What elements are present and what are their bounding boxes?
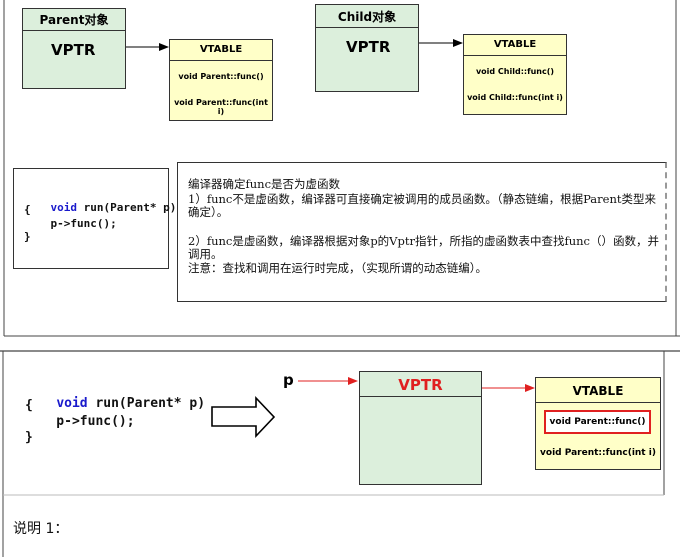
- parent-vptr-label: VPTR: [51, 41, 96, 59]
- bottom-vtable: VTABLE void Parent::func() void Parent::…: [535, 377, 661, 470]
- code-line: }: [25, 430, 33, 445]
- child-object-box: Child对象 VPTR: [315, 4, 419, 92]
- bottom-vtable-title: VTABLE: [572, 384, 624, 398]
- parent-vtable-title: VTABLE: [199, 44, 243, 55]
- object-vptr-label: VPTR: [398, 376, 443, 394]
- bottom-vtable-divider: [536, 402, 660, 403]
- explanation-heading: 编译器确定func是否为虚函数: [188, 177, 341, 191]
- object-box: VPTR: [359, 371, 482, 485]
- code-line: {: [24, 203, 31, 216]
- parent-vtable-entry: void Parent::func(int i): [174, 98, 268, 116]
- code-signature: run(Parent* p): [87, 396, 206, 411]
- code-line: {: [25, 398, 33, 413]
- parent-title-divider: [23, 30, 125, 31]
- child-vtable-divider: [464, 55, 566, 56]
- code-signature: run(Parent* p): [77, 201, 177, 214]
- parent-object-title: Parent对象: [39, 13, 109, 27]
- object-box-divider: [360, 396, 481, 397]
- bottom-vtable-entry-highlighted: void Parent::func(): [549, 417, 646, 427]
- explanation-box: 编译器确定func是否为虚函数 1）func不是虚函数，编译器可直接确定被调用的…: [177, 162, 667, 302]
- highlighted-entry-box: void Parent::func(): [544, 410, 651, 434]
- child-vtable: VTABLE void Child::func() void Child::fu…: [463, 34, 567, 115]
- code-keyword: void: [50, 201, 78, 214]
- pointer-label: p: [283, 371, 294, 389]
- bottom-vtable-entry: void Parent::func(int i): [540, 448, 656, 458]
- code-line: p->func();: [25, 414, 135, 429]
- explanation-dynamic-binding: 2）func是虚函数，编译器根据对象p的Vptr指针，所指的虚函数表中查找fun…: [188, 234, 659, 261]
- parent-vtable: VTABLE void Parent::func() void Parent::…: [169, 39, 273, 121]
- explanation-note: 注意：查找和调用在运行时完成，（实现所谓的动态链编）。: [188, 261, 487, 275]
- code-line: void run(Parent* p): [24, 188, 177, 227]
- explanation-static-binding: 1）func不是虚函数，编译器可直接确定被调用的成员函数。（静态链编，根据Par…: [188, 192, 656, 219]
- child-vtable-entry: void Child::func(int i): [467, 93, 563, 102]
- bottom-code-block: void run(Parent* p) { p->func(); }: [25, 381, 215, 451]
- child-title-divider: [316, 27, 418, 28]
- child-vptr-label: VPTR: [346, 38, 391, 56]
- child-object-title: Child对象: [337, 10, 397, 24]
- code-keyword: void: [56, 396, 88, 411]
- parent-object-box: Parent对象 VPTR: [22, 8, 126, 89]
- child-vtable-title: VTABLE: [493, 39, 537, 50]
- parent-vtable-divider: [170, 60, 272, 61]
- code-line: p->func();: [24, 217, 117, 230]
- child-vtable-entry: void Child::func(): [475, 67, 555, 76]
- block-arrow-icon: [211, 395, 276, 439]
- parent-vtable-entry: void Parent::func(): [178, 72, 264, 81]
- caption: 说明 1：: [13, 521, 69, 537]
- code-line: }: [24, 230, 31, 243]
- top-code-box: void run(Parent* p) { p->func(); }: [13, 168, 176, 269]
- code-line: void run(Parent* p): [25, 381, 205, 426]
